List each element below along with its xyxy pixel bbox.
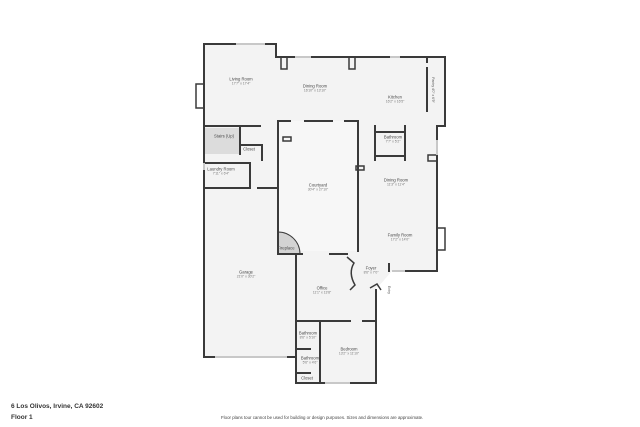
room-label: Closet — [243, 146, 255, 153]
disclaimer-text: Floor plans tour cannot be used for buil… — [221, 415, 424, 420]
property-address: 6 Los Olivos, Irvine, CA 92602 — [11, 403, 104, 410]
foyer-stair-curve — [346, 256, 356, 291]
room-dimensions: 11'3" x 11'4" — [386, 182, 406, 187]
room-name: Closet — [301, 375, 313, 381]
room-name: Kitchen — [388, 94, 402, 100]
vertical-room-label: Entry — [387, 286, 391, 294]
room-name: Office — [316, 285, 328, 291]
room-name: Foyer — [365, 265, 377, 271]
room-dimensions: 17'7" x 17'4" — [231, 81, 251, 86]
room-name: Bathroom — [298, 330, 318, 336]
room-label: Stairs (Up) — [213, 133, 235, 140]
room-dimensions: 13'2" x 11'10" — [338, 351, 360, 356]
room-name: Bathroom — [300, 355, 320, 361]
vertical-room-label: Pantry 4'0" x 6'9" — [431, 77, 435, 103]
room-dimensions: 30'4" x 27'10" — [307, 187, 329, 192]
room-name: Family Room — [387, 232, 413, 238]
room-dimensions: 8'6" x 7'0" — [363, 270, 379, 275]
room-name: Bathroom — [383, 134, 403, 140]
room-label: Closet — [301, 375, 313, 382]
room-name: Laundry Room — [207, 166, 235, 172]
room-name: Living Room — [229, 76, 253, 82]
room-dimensions: 16'10" x 13'10" — [303, 88, 327, 93]
room-name: Stairs (Up) — [213, 133, 235, 139]
room-dimensions: 17'2" x 14'0" — [390, 237, 410, 242]
room-dimensions: 11'1" x 13'8" — [312, 290, 332, 295]
room-dimensions: 16'2" x 16'5" — [385, 99, 405, 104]
courtyard-area — [278, 121, 358, 251]
room-dimensions: 8'6" x 5'10" — [299, 335, 317, 340]
room-name: Courtyard — [308, 182, 328, 188]
room-name: Closet — [243, 146, 255, 152]
room-dimensions: 5'6" x 4'6" — [302, 360, 318, 365]
room-label: Fireplace — [277, 245, 295, 252]
room-dimensions: 7'7" x 5'2" — [385, 139, 401, 144]
floor-label: Floor 1 — [11, 414, 33, 421]
room-name: Dining Room — [383, 177, 409, 183]
room-dimensions: 7'11" x 6'4" — [212, 171, 230, 176]
room-name: Fireplace — [277, 245, 295, 251]
walls — [195, 43, 446, 384]
room-name: Garage — [239, 269, 253, 275]
room-name: Dining Room — [302, 83, 328, 89]
room-name: Bedroom — [340, 346, 358, 352]
entry-door-icon — [369, 283, 382, 291]
stairs-area — [205, 128, 240, 154]
windows — [203, 43, 438, 384]
room-dimensions: 21'0" x 30'2" — [236, 274, 256, 279]
